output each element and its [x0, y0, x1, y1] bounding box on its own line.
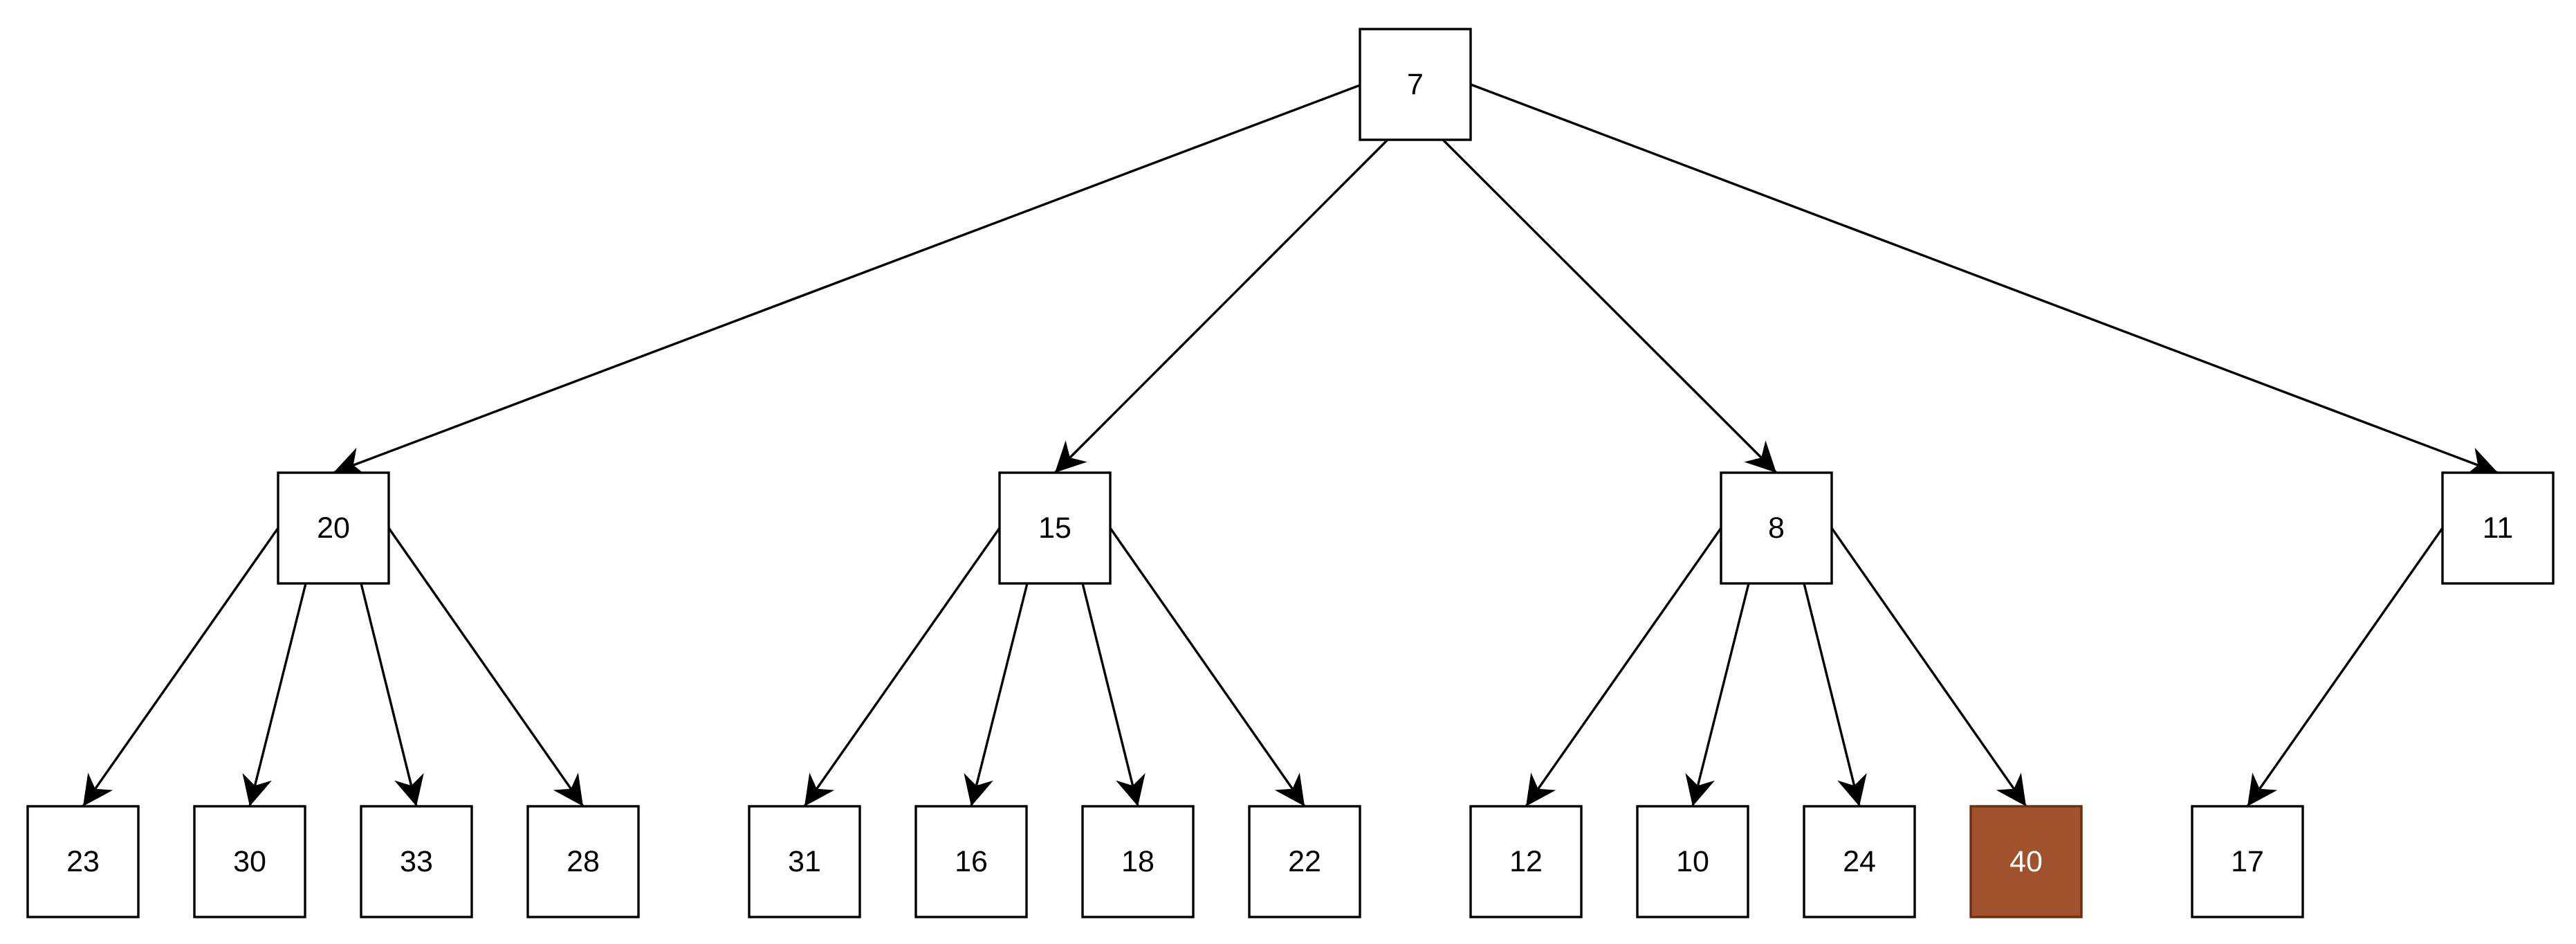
node-label: 33	[400, 845, 433, 878]
node-label: 10	[1676, 845, 1709, 878]
node-label: 30	[233, 845, 266, 878]
edge-15-to-18	[1081, 583, 1146, 807]
node-box	[526, 805, 640, 918]
edge-7-to-11	[1470, 83, 2499, 477]
tree-node-30: 30	[193, 805, 306, 918]
node-box	[1469, 805, 1583, 918]
node-box	[1359, 28, 1472, 141]
tree-node-28: 28	[526, 805, 640, 918]
edge-15-to-16	[964, 583, 1029, 807]
node-box	[193, 805, 306, 918]
edge-8-to-10	[1685, 583, 1750, 807]
node-label: 15	[1038, 511, 1071, 545]
nodes: 7 20 15 8 11 23 30 33 28 31 16 18 22 12 10 24 40 17	[26, 28, 2555, 918]
edge-7-to-20	[333, 83, 1363, 477]
node-box	[1720, 471, 1833, 585]
edge-15-to-22	[1109, 527, 1306, 807]
tree-node-12: 12	[1469, 805, 1583, 918]
edge-7-to-8	[1442, 138, 1778, 474]
tree-node-15: 15	[998, 471, 1112, 585]
edge-11-to-17	[2246, 527, 2444, 807]
node-label: 40	[2009, 845, 2043, 878]
node-label: 31	[788, 845, 821, 878]
node-label: 11	[2483, 511, 2514, 545]
node-box	[1636, 805, 1749, 918]
node-label: 17	[2231, 845, 2264, 878]
node-label: 20	[317, 511, 350, 545]
node-box	[1248, 805, 1361, 918]
tree-node-20: 20	[277, 471, 390, 585]
node-box	[277, 471, 390, 585]
tree-node-23: 23	[26, 805, 140, 918]
node-label: 16	[955, 845, 988, 878]
node-label: 24	[1843, 845, 1876, 878]
node-box	[998, 471, 1112, 585]
tree-node-18: 18	[1081, 805, 1195, 918]
node-label: 12	[1509, 845, 1543, 878]
node-label: 8	[1768, 511, 1785, 545]
tree-node-11: 11	[2441, 471, 2555, 585]
node-label: 28	[567, 845, 600, 878]
node-box	[748, 805, 861, 918]
edge-8-to-40	[1830, 527, 2027, 807]
edge-8-to-24	[1803, 583, 1867, 807]
node-label: 18	[1121, 845, 1154, 878]
tree-node-7: 7	[1359, 28, 1472, 141]
edge-20-to-33	[360, 583, 424, 807]
edge-20-to-28	[387, 527, 585, 807]
node-box	[360, 805, 473, 918]
node-box	[914, 805, 1028, 918]
edge-20-to-23	[82, 527, 279, 807]
tree-node-16: 16	[914, 805, 1028, 918]
edge-8-to-12	[1525, 527, 1722, 807]
tree-node-10: 10	[1636, 805, 1749, 918]
tree-node-40: 40	[1969, 805, 2083, 918]
tree-node-24: 24	[1803, 805, 1916, 918]
edge-7-to-15	[1054, 138, 1389, 474]
node-label: 22	[1288, 845, 1321, 878]
node-box	[1803, 805, 1916, 918]
edges	[82, 83, 2499, 807]
node-box	[2441, 471, 2555, 585]
tree-node-22: 22	[1248, 805, 1361, 918]
edge-15-to-31	[803, 527, 1001, 807]
edge-20-to-30	[242, 583, 307, 807]
node-box	[2191, 805, 2304, 918]
tree-node-17: 17	[2191, 805, 2304, 918]
tree-node-8: 8	[1720, 471, 1833, 585]
node-box	[26, 805, 140, 918]
tree-node-33: 33	[360, 805, 473, 918]
node-label: 7	[1407, 68, 1424, 101]
node-box	[1081, 805, 1195, 918]
node-label: 23	[66, 845, 100, 878]
highlighted-node-box	[1969, 805, 2083, 918]
tree-node-31: 31	[748, 805, 861, 918]
